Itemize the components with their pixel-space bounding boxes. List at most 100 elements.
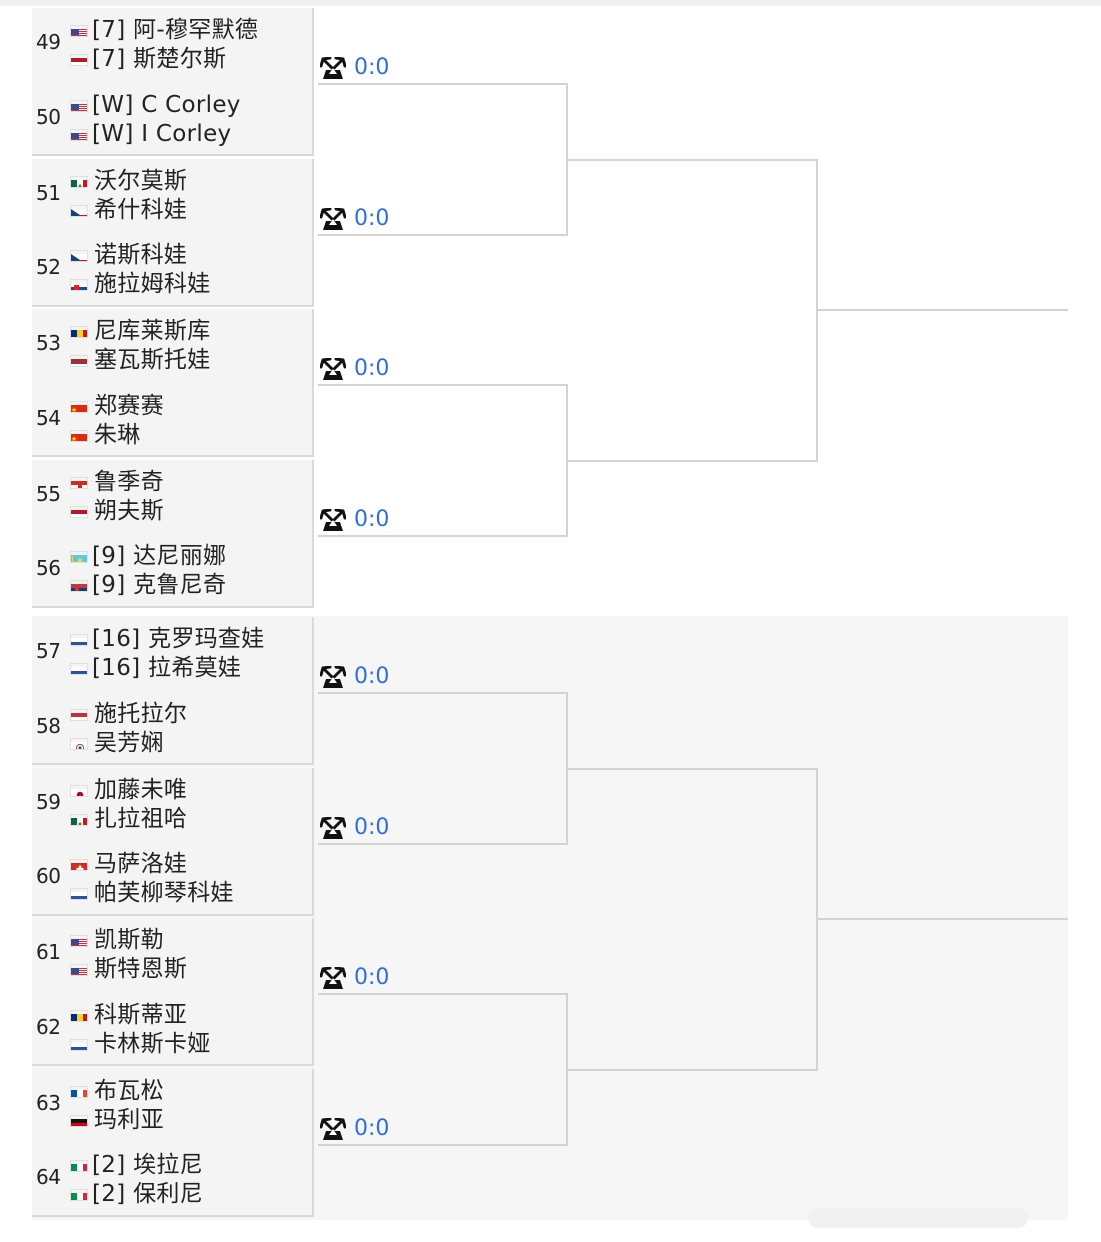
player-row[interactable]: [W] I Corley bbox=[70, 120, 310, 149]
draw-position-number: 51 bbox=[36, 180, 61, 205]
romania-flag-icon bbox=[70, 1009, 88, 1022]
match-score[interactable]: 0:0 bbox=[319, 55, 440, 81]
match-score[interactable]: 0:0 bbox=[319, 356, 440, 382]
score-text: 0:0 bbox=[354, 814, 390, 840]
match-score[interactable]: 0:0 bbox=[319, 814, 440, 841]
versus-swords-icon bbox=[319, 665, 347, 690]
player-row[interactable]: 吴芳娴 bbox=[70, 729, 310, 758]
draw-entry[interactable]: 51 沃尔莫斯希什科娃 bbox=[32, 159, 312, 233]
player-row[interactable]: 布瓦松 bbox=[70, 1077, 310, 1106]
bracket-line bbox=[566, 384, 568, 537]
bracket-line bbox=[318, 234, 566, 236]
bracket-line bbox=[818, 309, 1068, 311]
player-row[interactable]: [2] 保利尼 bbox=[70, 1180, 310, 1209]
player-row[interactable]: [16] 拉希莫娃 bbox=[70, 654, 310, 683]
versus-swords-icon bbox=[319, 1117, 347, 1142]
player-name: 施拉姆科娃 bbox=[94, 271, 211, 297]
bracket-line bbox=[816, 159, 818, 462]
player-row[interactable]: 凯斯勒 bbox=[70, 926, 310, 955]
draw-entry[interactable]: 50[W] C Corley[W] I Corley bbox=[32, 83, 312, 157]
usa-flag-icon bbox=[70, 964, 88, 976]
bracket-line bbox=[568, 159, 818, 161]
draw-position-number: 53 bbox=[36, 331, 61, 355]
player-row[interactable]: 施拉姆科娃 bbox=[70, 270, 310, 299]
romania-flag-icon bbox=[70, 326, 88, 338]
match-score[interactable]: 0:0 bbox=[319, 206, 440, 232]
draw-entry[interactable]: 57[16] 克罗玛查娃[16] 拉希莫娃 bbox=[32, 617, 312, 691]
player-name: 郑赛赛 bbox=[94, 392, 164, 419]
player-row[interactable]: [7] 阿-穆罕默德 bbox=[70, 16, 310, 45]
player-name: 施托拉尔 bbox=[94, 700, 188, 727]
player-row[interactable]: 科斯蒂亚 bbox=[70, 1001, 310, 1030]
player-name: [W] C Corley bbox=[92, 91, 241, 118]
player-name: [7] 阿-穆罕默德 bbox=[92, 17, 259, 43]
match-score[interactable]: 0:0 bbox=[319, 507, 440, 533]
versus-swords-icon bbox=[319, 207, 347, 232]
player-row[interactable]: 施托拉尔 bbox=[70, 700, 310, 729]
bracket-line bbox=[568, 1069, 818, 1071]
player-row[interactable]: 加藤未唯 bbox=[70, 776, 310, 805]
player-row[interactable]: [W] C Corley bbox=[70, 91, 310, 120]
draw-position-number: 54 bbox=[36, 405, 61, 430]
player-row[interactable]: 斯特恩斯 bbox=[70, 955, 310, 984]
draw-entry[interactable]: 53 尼库莱斯库塞瓦斯托娃 bbox=[32, 309, 312, 383]
player-row[interactable]: 卡林斯卡娅 bbox=[70, 1030, 310, 1059]
player-name: [9] 达尼丽娜 bbox=[92, 543, 227, 569]
player-row[interactable]: 沃尔莫斯 bbox=[70, 167, 310, 196]
player-row[interactable]: 帕芙柳琴科娃 bbox=[70, 879, 310, 908]
draw-entry[interactable]: 56[9] 达尼丽娜[9] 克鲁尼奇 bbox=[32, 534, 312, 608]
player-name: 斯特恩斯 bbox=[94, 956, 188, 982]
player-row[interactable]: 尼库莱斯库 bbox=[70, 317, 310, 346]
player-row[interactable]: 希什科娃 bbox=[70, 196, 310, 225]
czech-flag-icon bbox=[70, 250, 88, 262]
player-row[interactable]: 郑赛赛 bbox=[70, 392, 310, 421]
draw-position-number: 59 bbox=[36, 789, 61, 814]
versus-swords-icon bbox=[319, 816, 347, 841]
match-score[interactable]: 0:0 bbox=[319, 664, 440, 690]
player-row[interactable]: [9] 达尼丽娜 bbox=[70, 542, 310, 571]
player-row[interactable]: [16] 克罗玛查娃 bbox=[70, 625, 310, 654]
bracket-line bbox=[318, 993, 566, 995]
draw-entry[interactable]: 54 郑赛赛朱琳 bbox=[32, 384, 312, 458]
bracket-line bbox=[566, 993, 568, 1146]
score-text: 0:0 bbox=[354, 55, 390, 80]
player-name: 沃尔莫斯 bbox=[94, 167, 188, 194]
usa-flag-icon bbox=[70, 128, 88, 141]
player-row[interactable]: 马萨洛娃 bbox=[70, 850, 310, 879]
player-name: [9] 克鲁尼奇 bbox=[92, 572, 227, 598]
player-row[interactable]: 扎拉祖哈 bbox=[70, 805, 310, 834]
draw-entry[interactable]: 64[2] 埃拉尼[2] 保利尼 bbox=[32, 1143, 312, 1217]
player-name: 扎拉祖哈 bbox=[94, 805, 188, 832]
match-score[interactable]: 0:0 bbox=[319, 965, 440, 991]
mexico-flag-icon bbox=[70, 813, 88, 826]
player-name: 塞瓦斯托娃 bbox=[94, 347, 211, 373]
draw-entry[interactable]: 59 加藤未唯扎拉祖哈 bbox=[32, 768, 312, 842]
player-row[interactable]: 朔夫斯 bbox=[70, 497, 310, 526]
match-score[interactable]: 0:0 bbox=[319, 1116, 440, 1142]
player-name: 尼库莱斯库 bbox=[94, 318, 211, 344]
player-row[interactable]: [9] 克鲁尼奇 bbox=[70, 571, 310, 600]
draw-entry[interactable]: 49[7] 阿-穆罕默德[7] 斯楚尔斯 bbox=[32, 8, 312, 82]
player-row[interactable]: 朱琳 bbox=[70, 421, 310, 450]
player-row[interactable]: [2] 埃拉尼 bbox=[70, 1151, 310, 1180]
bracket-line bbox=[568, 768, 818, 770]
player-name: [16] 拉希莫娃 bbox=[92, 655, 242, 681]
netherlands-flag-icon bbox=[70, 505, 88, 518]
player-row[interactable]: 诺斯科娃 bbox=[70, 241, 310, 270]
player-row[interactable]: 鲁季奇 bbox=[70, 468, 310, 497]
italy-flag-icon bbox=[70, 1189, 88, 1201]
player-row[interactable]: 玛利亚 bbox=[70, 1106, 310, 1135]
player-row[interactable]: 塞瓦斯托娃 bbox=[70, 346, 310, 375]
score-text: 0:0 bbox=[354, 965, 390, 990]
scrollbar-thumb[interactable] bbox=[808, 1208, 1028, 1228]
player-row[interactable]: [7] 斯楚尔斯 bbox=[70, 45, 310, 74]
match-pair: 53 尼库莱斯库塞瓦斯托娃 54 郑赛赛朱琳 bbox=[32, 309, 314, 457]
